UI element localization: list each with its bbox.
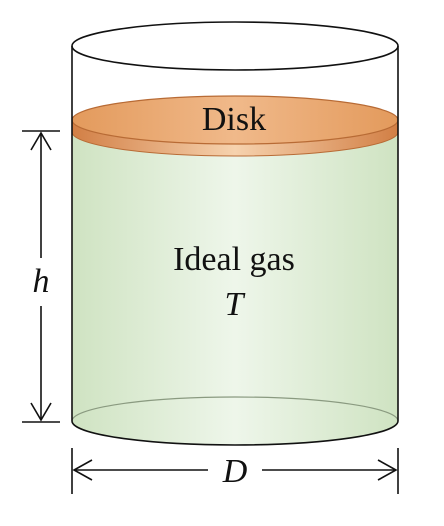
disk-label: Disk <box>202 101 266 138</box>
gas-label: Ideal gas <box>173 241 295 278</box>
height-label: h <box>33 263 50 300</box>
cylinder-bottom-front <box>71 420 399 446</box>
temperature-label: T <box>225 286 246 323</box>
diameter-dimension <box>71 448 399 494</box>
gas-volume <box>72 130 398 445</box>
diameter-label: D <box>222 453 248 490</box>
height-dimension <box>22 130 60 423</box>
cylinder-top-rim <box>71 21 399 71</box>
cylinder-bottom-back <box>71 396 399 422</box>
